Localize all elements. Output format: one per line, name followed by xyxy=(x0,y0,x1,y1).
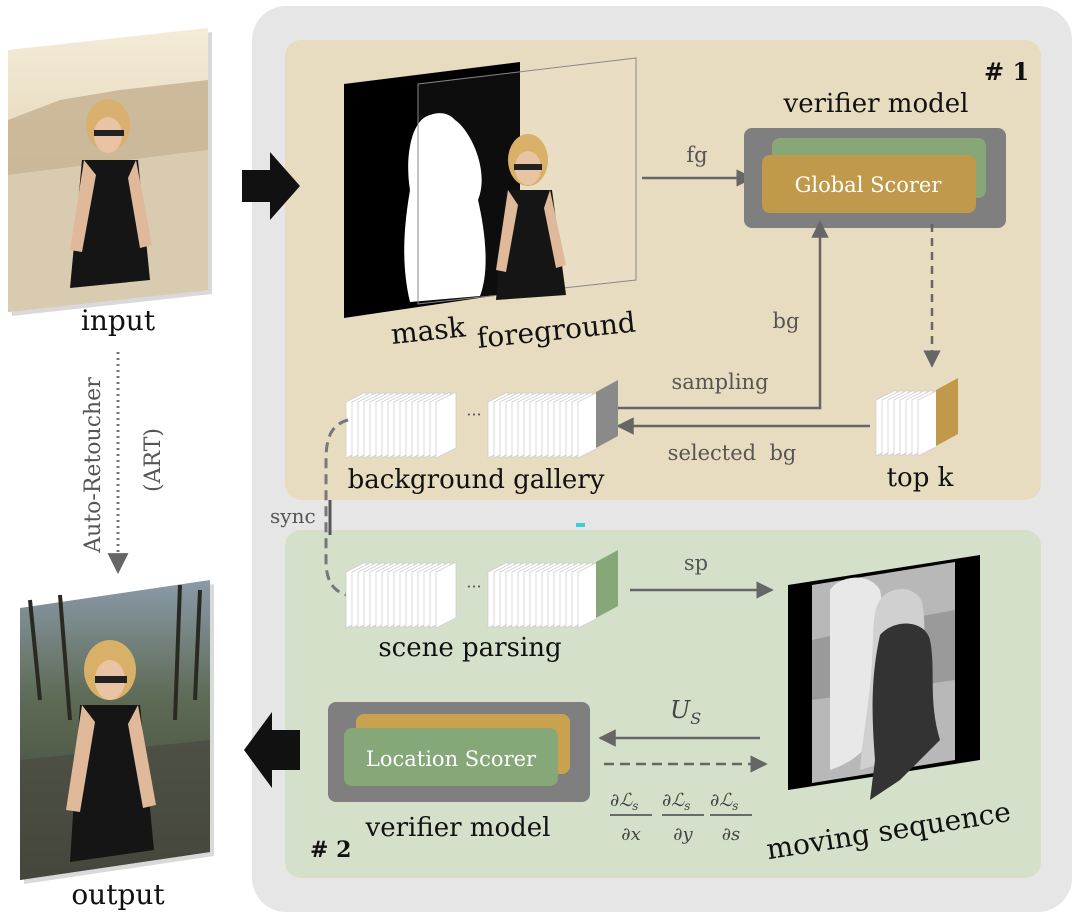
bg-label: bg xyxy=(773,309,800,333)
output-arrow xyxy=(244,712,300,788)
selected-bg-label: selected bg xyxy=(668,441,797,465)
scene-parsing-ellipsis: ··· xyxy=(466,577,481,596)
scene-parsing-stack-left xyxy=(345,561,457,629)
background-gallery-stack-left xyxy=(345,391,457,459)
scene-parsing-label: scene parsing xyxy=(378,633,561,663)
verifier-model-bottom-label: verifier model xyxy=(365,813,551,843)
topk-label: top k xyxy=(887,463,954,493)
output-photo xyxy=(20,580,214,884)
gallery-ellipsis: ··· xyxy=(466,405,481,424)
scene-parsing-stack-right xyxy=(487,550,618,629)
stage2-label: # 2 xyxy=(310,837,351,863)
svg-text:∂y: ∂y xyxy=(673,824,693,845)
svg-text:∂ℒs: ∂ℒs xyxy=(710,790,738,813)
bg-sampling-arrow xyxy=(616,220,829,410)
background-gallery-stack-right xyxy=(487,380,618,459)
input-photo xyxy=(8,28,212,316)
svg-text:∂ℒs: ∂ℒs xyxy=(610,790,638,813)
output-label: output xyxy=(71,878,165,911)
global-scorer-block xyxy=(744,128,1006,228)
gradient-fraction-s: ∂ℒs ∂s xyxy=(710,790,752,845)
location-scorer-block xyxy=(328,702,590,802)
background-gallery-label: background gallery xyxy=(348,465,605,495)
sampling-label: sampling xyxy=(671,370,768,394)
input-arrow xyxy=(242,152,300,220)
sp-label: sp xyxy=(684,551,708,575)
sync-label: sync xyxy=(270,504,316,528)
svg-text:∂s: ∂s xyxy=(722,824,741,845)
art-label-line1: Auto-Retoucher xyxy=(81,377,106,554)
mask-label: mask xyxy=(389,310,468,351)
mask-image xyxy=(344,62,520,318)
art-label-line2: (ART) xyxy=(141,428,166,492)
location-scorer-label: Location Scorer xyxy=(366,747,537,771)
foreground-image xyxy=(417,57,637,305)
global-scorer-label: Global Scorer xyxy=(795,173,943,197)
svg-text:∂x: ∂x xyxy=(621,824,640,845)
stage1-label: # 1 xyxy=(984,57,1029,86)
verifier-model-top-label: verifier model xyxy=(783,89,969,119)
fg-label: fg xyxy=(686,143,707,167)
gradient-fraction-x: ∂ℒs ∂x xyxy=(610,790,652,845)
sync-connector xyxy=(324,418,351,598)
topk-stack xyxy=(875,378,958,457)
input-label: input xyxy=(81,304,156,337)
us-label: US xyxy=(670,696,701,728)
svg-text:∂ℒs: ∂ℒs xyxy=(662,790,690,813)
moving-sequence-image xyxy=(788,555,980,800)
cyan-mark xyxy=(576,523,585,527)
gradient-fraction-y: ∂ℒs ∂y xyxy=(662,790,704,845)
